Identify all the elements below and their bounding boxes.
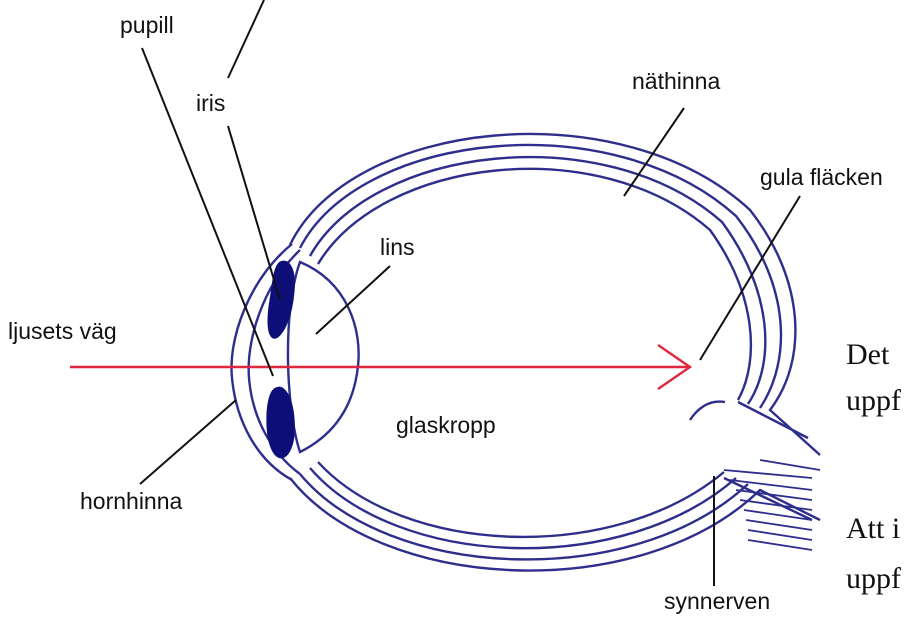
leader-cornea	[140, 400, 236, 484]
label-iris: iris	[196, 92, 225, 115]
side-text-line-2: uppf	[846, 386, 901, 416]
side-text-line-4: uppf	[846, 564, 901, 594]
side-text-line-3: Att i	[846, 514, 900, 544]
label-pupil: pupill	[120, 14, 174, 37]
leader-retina	[624, 108, 684, 196]
label-lens: lins	[380, 236, 415, 259]
label-optic-nerve: synnerven	[664, 590, 770, 613]
leader-lens	[316, 266, 390, 334]
label-light-path: ljusets väg	[8, 320, 117, 343]
label-cornea: hornhinna	[80, 490, 182, 513]
optic-nerve-fibers	[724, 460, 820, 550]
label-retina: näthinna	[632, 70, 720, 93]
label-macula: gula fläcken	[760, 166, 883, 189]
light-ray	[70, 345, 690, 389]
retina-inner-bottom	[318, 462, 724, 537]
leader-iris-top	[228, 0, 264, 78]
iris-shapes	[267, 261, 295, 458]
eye-structure	[232, 134, 821, 571]
optic-disc	[690, 402, 725, 420]
side-text-line-1: Det	[846, 340, 889, 370]
sclera-inner	[300, 145, 781, 408]
sclera-inner-bottom	[300, 474, 748, 559]
leader-iris	[228, 126, 280, 300]
label-vitreous: glaskropp	[396, 414, 496, 437]
lens-shape	[288, 262, 359, 452]
